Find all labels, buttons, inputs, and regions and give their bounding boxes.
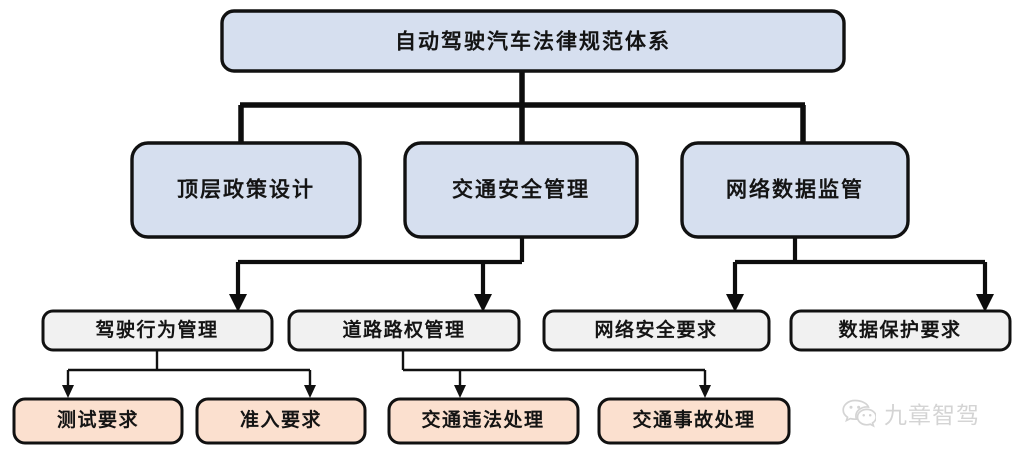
node-test-box[interactable] (12, 397, 184, 445)
node-netsec-box[interactable] (542, 309, 771, 352)
arrowhead-dataprot (976, 294, 994, 312)
node-accident[interactable]: 交通事故处理 (597, 397, 791, 445)
node-test-label: 测试要求 (57, 408, 139, 431)
node-dataprot-label: 数据保护要求 (838, 318, 961, 341)
node-violation-label: 交通违法处理 (421, 408, 544, 431)
node-cyber-box[interactable] (680, 141, 910, 239)
node-driving-label: 驾驶行为管理 (95, 318, 218, 341)
node-test[interactable]: 测试要求 (12, 397, 184, 445)
node-traffic-label: 交通安全管理 (452, 177, 590, 202)
node-roadright[interactable]: 道路路权管理 (287, 309, 521, 352)
arrowhead-netsec (726, 294, 744, 312)
arrowhead-roadright (474, 294, 492, 312)
arrowhead-access (304, 385, 316, 398)
node-access-label: 准入要求 (240, 408, 322, 431)
node-driving[interactable]: 驾驶行为管理 (41, 309, 274, 352)
node-cyber[interactable]: 网络数据监管 (680, 141, 910, 239)
node-access-box[interactable] (195, 397, 367, 445)
node-violation[interactable]: 交通违法处理 (387, 397, 580, 445)
node-root[interactable]: 自动驾驶汽车法律规范体系 (220, 9, 846, 73)
node-traffic[interactable]: 交通安全管理 (403, 141, 639, 239)
node-accident-box[interactable] (597, 397, 791, 445)
node-accident-label: 交通事故处理 (632, 408, 755, 431)
node-root-box[interactable] (220, 9, 846, 73)
node-dataprot[interactable]: 数据保护要求 (789, 309, 1012, 352)
connector-root-to-level2 (238, 72, 806, 142)
arrowhead-accident (699, 385, 711, 398)
node-policy[interactable]: 顶层政策设计 (130, 141, 362, 239)
connector-roadright-to-level4 (401, 350, 711, 398)
arrowhead-driving (229, 294, 247, 312)
arrowhead-test (62, 385, 74, 398)
node-violation-box[interactable] (387, 397, 580, 445)
node-cyber-label: 网络数据监管 (726, 177, 864, 202)
node-netsec-label: 网络安全要求 (594, 318, 717, 341)
node-driving-box[interactable] (41, 309, 274, 352)
node-roadright-label: 道路路权管理 (342, 318, 465, 341)
connector-cyber-to-level3 (726, 238, 994, 312)
node-policy-label: 顶层政策设计 (177, 177, 315, 202)
node-netsec[interactable]: 网络安全要求 (542, 309, 771, 352)
node-root-label: 自动驾驶汽车法律规范体系 (395, 29, 671, 54)
node-policy-box[interactable] (130, 141, 362, 239)
connector-traffic-to-level3 (229, 238, 525, 312)
node-traffic-box[interactable] (403, 141, 639, 239)
node-access[interactable]: 准入要求 (195, 397, 367, 445)
node-dataprot-box[interactable] (789, 309, 1012, 352)
connector-driving-to-level4 (62, 350, 316, 398)
arrowhead-violation (454, 385, 466, 398)
node-roadright-box[interactable] (287, 309, 521, 352)
